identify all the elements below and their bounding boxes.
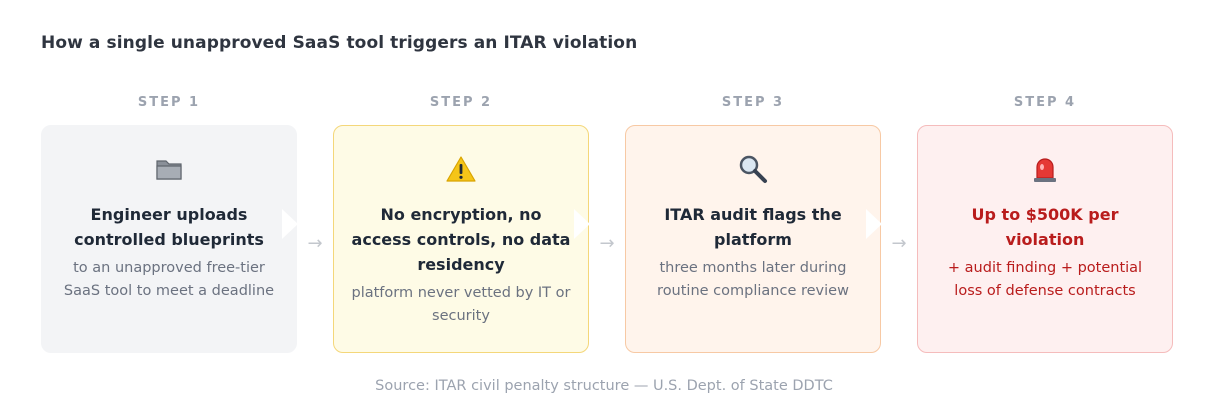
step-3-card: ITAR audit flags the platform three mont… xyxy=(625,125,881,353)
step-1-heading: Engineer uploads controlled blueprints xyxy=(74,205,264,249)
step-3-notch xyxy=(866,209,882,239)
arrow-right-icon: → xyxy=(307,233,323,254)
step-4-label: STEP 4 xyxy=(1013,95,1077,110)
step-3-detail: three months later during routine compli… xyxy=(657,260,849,299)
step-3-label: STEP 3 xyxy=(721,95,785,110)
step-2-label: STEP 2 xyxy=(429,95,493,110)
step-1-label: STEP 1 xyxy=(137,95,201,110)
magnifying-glass-icon xyxy=(626,154,880,184)
arrow-right-icon: → xyxy=(599,233,615,254)
step-4-card: Up to $500K per violation + audit findin… xyxy=(917,125,1173,353)
step-4-detail: + audit finding + potential loss of defe… xyxy=(947,260,1143,299)
step-1-detail: to an unapproved free-tier SaaS tool to … xyxy=(63,260,275,299)
folder-icon xyxy=(42,154,296,184)
step-2-notch xyxy=(574,209,590,239)
siren-icon xyxy=(918,154,1172,184)
warning-icon xyxy=(334,154,588,184)
step-2-heading: No encryption, no access controls, no da… xyxy=(351,205,571,274)
step-2-card: No encryption, no access controls, no da… xyxy=(333,125,589,353)
source-note: Source: ITAR civil penalty structure — U… xyxy=(375,378,833,394)
step-2-detail: platform never vetted by IT or security xyxy=(351,285,571,324)
arrow-right-icon: → xyxy=(891,233,907,254)
step-1-notch xyxy=(282,209,298,239)
step-1-card: Engineer uploads controlled blueprints t… xyxy=(41,125,297,353)
diagram-title: How a single unapproved SaaS tool trigge… xyxy=(41,33,638,53)
step-4-heading: Up to $500K per violation xyxy=(971,205,1119,249)
step-3-heading: ITAR audit flags the platform xyxy=(664,205,842,249)
